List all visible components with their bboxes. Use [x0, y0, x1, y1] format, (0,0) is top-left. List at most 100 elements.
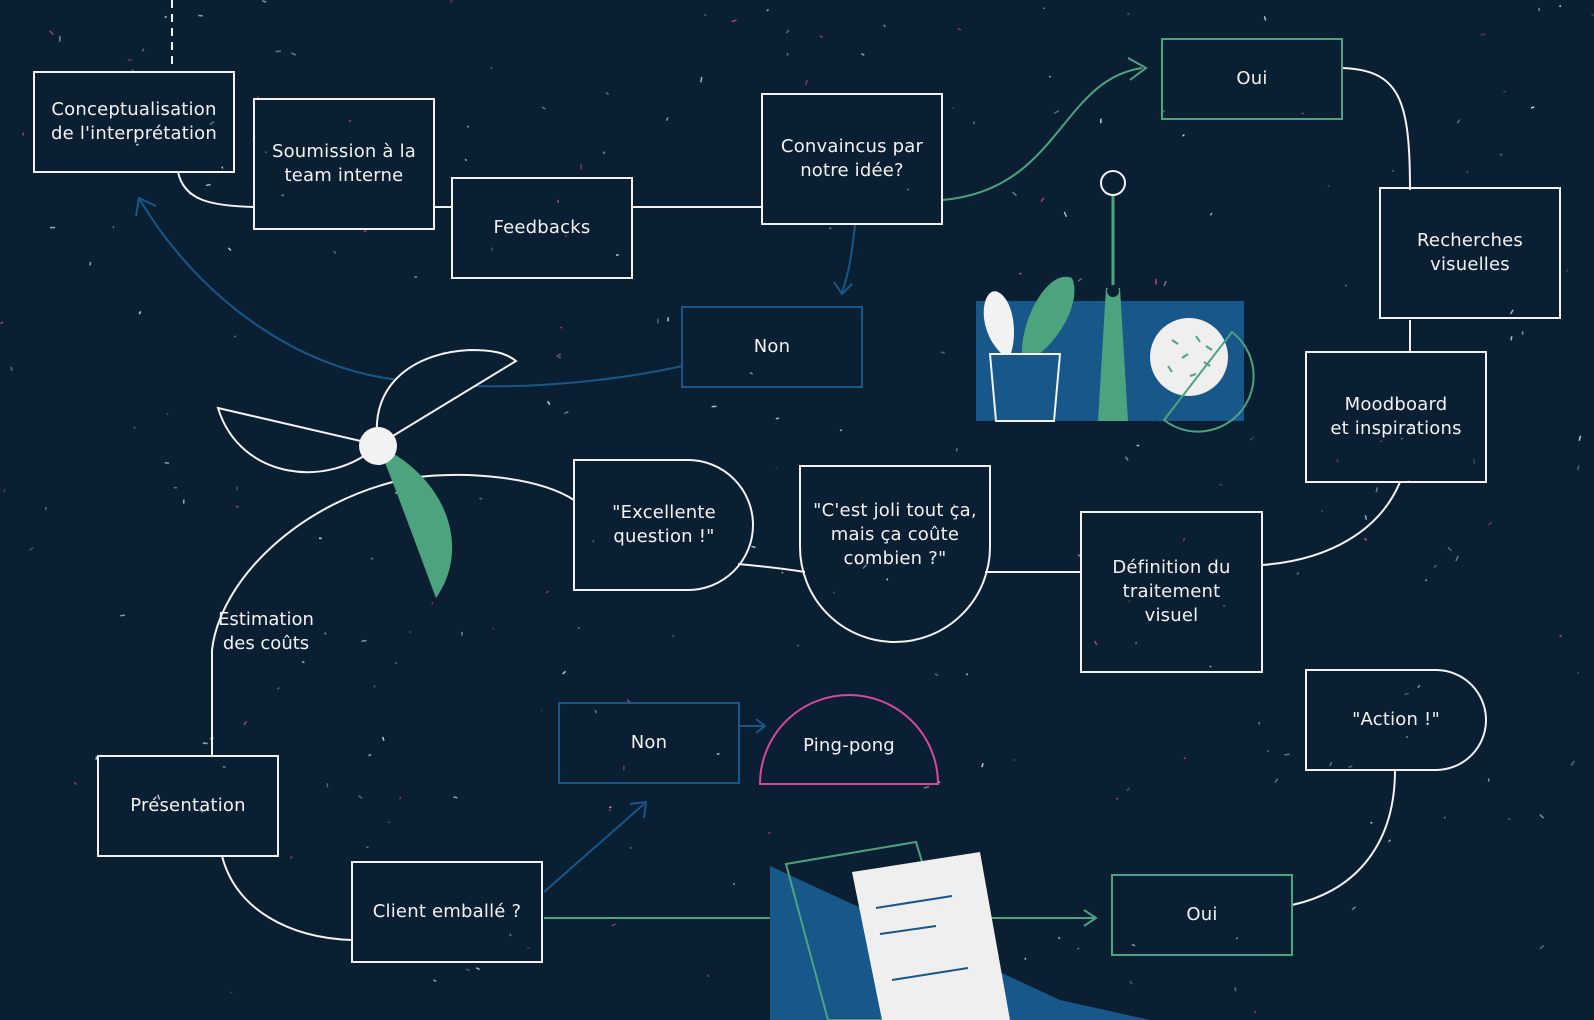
- speck: [1077, 277, 1083, 282]
- speck: [227, 247, 232, 252]
- speck: [541, 106, 546, 110]
- speck: [466, 125, 470, 128]
- shape-action: [1305, 669, 1487, 771]
- node-shapes: [33, 71, 1561, 963]
- speck: [1351, 906, 1357, 911]
- speck: [1433, 564, 1438, 569]
- speck: [775, 417, 780, 420]
- box-conceptualisation: [33, 71, 235, 173]
- connector-cestjoli-excellente: [737, 563, 806, 573]
- speck: [1124, 456, 1129, 461]
- speck: [860, 53, 865, 56]
- speck: [1404, 692, 1409, 696]
- speck: [796, 644, 800, 647]
- speck: [1509, 309, 1514, 315]
- speck: [1301, 112, 1305, 115]
- speck: [243, 720, 247, 726]
- speck: [1327, 184, 1331, 188]
- label-estimation: Estimation des coûts: [218, 609, 314, 654]
- speck: [490, 247, 494, 252]
- speck: [1329, 761, 1333, 767]
- speck: [615, 253, 619, 257]
- speck: [414, 275, 418, 279]
- speck: [547, 400, 551, 405]
- speck: [1163, 280, 1167, 287]
- box-definition: [1080, 511, 1263, 673]
- speck: [611, 923, 616, 927]
- speck: [1076, 947, 1080, 951]
- speck: [559, 326, 563, 329]
- node-ping-pong: Ping-pong: [803, 735, 895, 756]
- speck: [235, 505, 239, 509]
- node-excellente: "Excellente question !": [612, 502, 716, 547]
- speck: [233, 335, 237, 338]
- speck: [629, 846, 632, 850]
- node-conceptualisation: Conceptualisation de l'interprétation: [51, 99, 217, 144]
- speck: [1488, 521, 1493, 526]
- speck: [775, 467, 778, 470]
- connector-moodboard-definition: [1261, 481, 1401, 566]
- speck: [1455, 555, 1459, 562]
- speck: [209, 121, 215, 126]
- speck: [127, 59, 133, 62]
- speck: [398, 796, 402, 800]
- speck: [1012, 758, 1016, 762]
- node-recherches: Recherches visuelles: [1417, 230, 1523, 275]
- speck: [1530, 106, 1535, 109]
- connector-return-conceptualisation: [139, 199, 401, 381]
- speck: [1134, 641, 1138, 645]
- speck: [1391, 169, 1394, 172]
- pinwheel-icon: [216, 348, 518, 598]
- box-client: [351, 861, 543, 963]
- speck: [3, 488, 6, 493]
- speck: [324, 632, 327, 635]
- speck: [157, 794, 161, 800]
- speck: [464, 158, 468, 162]
- speck: [749, 372, 753, 375]
- speck: [1510, 335, 1513, 341]
- speck: [148, 135, 151, 139]
- speck: [540, 709, 543, 712]
- speck: [564, 411, 569, 415]
- connector-oui-recherches: [1341, 67, 1411, 191]
- speck: [555, 353, 562, 358]
- speck: [453, 796, 458, 799]
- speck: [855, 559, 858, 565]
- speck: [832, 591, 835, 594]
- connectors-no: [135, 196, 856, 893]
- speck: [1209, 665, 1212, 668]
- speck: [1447, 546, 1453, 552]
- node-definition: Définition du traitement visuel: [1112, 557, 1231, 626]
- speck: [1274, 778, 1279, 783]
- speck: [1348, 765, 1353, 768]
- speck: [221, 166, 224, 169]
- speck: [276, 686, 281, 690]
- speck: [1209, 212, 1213, 216]
- speck: [602, 151, 606, 155]
- speck: [0, 321, 4, 325]
- speck: [1181, 133, 1185, 137]
- speck: [465, 968, 471, 972]
- node-convaincus: Convaincus par notre idée?: [780, 136, 924, 181]
- speck: [301, 660, 305, 664]
- speck: [230, 991, 233, 994]
- speck: [1456, 119, 1461, 124]
- box-feedbacks: [451, 177, 633, 279]
- speck: [1539, 814, 1545, 819]
- speck: [281, 194, 285, 197]
- speck: [781, 571, 784, 574]
- speck: [1424, 579, 1428, 582]
- shape-excellente: [573, 459, 754, 591]
- speck: [333, 250, 337, 255]
- speck: [1417, 684, 1421, 689]
- speck: [1566, 269, 1569, 272]
- connector-presentation-client: [221, 855, 353, 941]
- speck: [264, 150, 268, 154]
- speck: [829, 227, 832, 230]
- speck: [934, 673, 939, 676]
- speck: [751, 545, 756, 549]
- box-moodboard: [1305, 351, 1487, 483]
- speck: [363, 229, 367, 233]
